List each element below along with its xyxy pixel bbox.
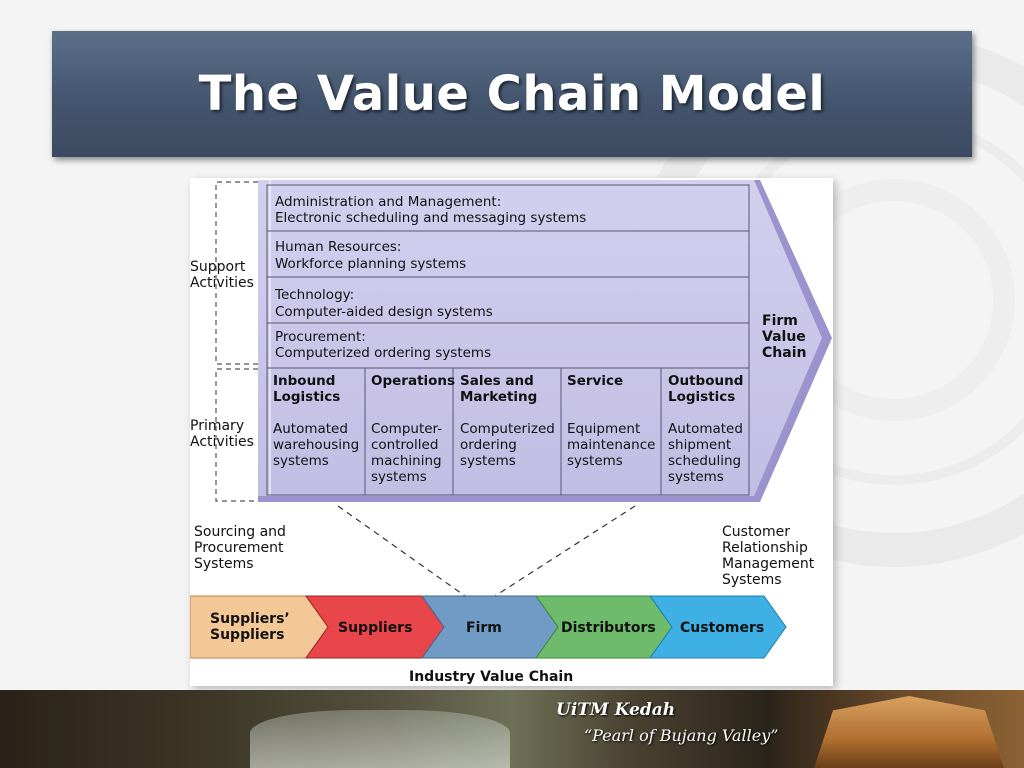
primary-detail: systems — [371, 469, 427, 485]
primary-heading: Marketing — [460, 389, 537, 405]
slide-title: The Value Chain Model — [198, 66, 826, 122]
primary-heading: Inbound — [273, 373, 335, 389]
value-chain-diagram: Administration and Management: Electroni… — [189, 180, 832, 685]
primary-bracket — [215, 368, 258, 502]
primary-detail: scheduling — [668, 453, 741, 469]
firm-value-chain-label: Chain — [762, 345, 806, 361]
primary-detail: Automated — [273, 421, 348, 437]
primary-heading: Sales and — [460, 373, 534, 389]
primary-detail: Computer- — [371, 421, 442, 437]
footer-tagline: “Pearl of Bujang Valley” — [584, 726, 779, 745]
firm-value-chain-label: Value — [762, 329, 806, 345]
industry-value-chain-caption: Industry Value Chain — [409, 669, 573, 685]
primary-col-outbound — [660, 367, 750, 496]
support-detail-admin: Electronic scheduling and messaging syst… — [275, 210, 586, 226]
footer-institution: UiTM Kedah — [556, 700, 676, 720]
stage-label-firm: Firm — [466, 620, 502, 636]
firm-value-chain-arrow-face — [258, 180, 822, 496]
primary-detail: Computerized — [460, 421, 555, 437]
primary-detail: machining — [371, 453, 442, 469]
support-heading-admin: Administration and Management: — [275, 194, 501, 210]
support-heading-technology: Technology: — [274, 287, 354, 303]
primary-detail: shipment — [668, 437, 731, 453]
primary-heading: Service — [567, 373, 623, 389]
value-chain-figure: Administration and Management: Electroni… — [189, 178, 833, 686]
primary-activities: Inbound Logistics Automated warehousing … — [266, 367, 750, 496]
sourcing-label: Procurement — [194, 540, 284, 556]
sourcing-label: Systems — [194, 556, 254, 572]
primary-detail: controlled — [371, 437, 438, 453]
primary-heading: Logistics — [273, 389, 340, 405]
primary-detail: Equipment — [567, 421, 640, 437]
primary-activities-label: Activities — [190, 434, 254, 450]
support-detail-technology: Computer-aided design systems — [275, 304, 493, 320]
waterfall-image — [250, 710, 510, 768]
primary-detail: maintenance — [567, 437, 655, 453]
primary-detail: Automated — [668, 421, 743, 437]
primary-detail: systems — [567, 453, 623, 469]
support-bracket — [215, 181, 258, 365]
support-heading-procurement: Procurement: — [275, 329, 366, 345]
sourcing-label: Sourcing and — [194, 524, 286, 540]
connector-crm — [494, 505, 636, 597]
primary-activities-label: Primary — [190, 418, 244, 434]
support-activities: Administration and Management: Electroni… — [266, 184, 750, 369]
support-detail-hr: Workforce planning systems — [275, 256, 466, 272]
primary-heading: Logistics — [668, 389, 735, 405]
stage-label-customers: Customers — [680, 620, 764, 636]
support-activities-label: Activities — [190, 275, 254, 291]
primary-detail: systems — [460, 453, 516, 469]
crm-label: Systems — [722, 572, 782, 588]
primary-heading: Operations — [371, 373, 455, 389]
primary-heading: Outbound — [668, 373, 743, 389]
primary-detail: warehousing — [273, 437, 359, 453]
industry-value-chain: Suppliers’ Suppliers Suppliers Firm Dist… — [189, 595, 787, 659]
stage-arrow-customers — [649, 595, 787, 659]
building-image — [814, 696, 1004, 768]
stage-label-distributors: Distributors — [561, 620, 656, 636]
footer-photo-strip: UiTM Kedah “Pearl of Bujang Valley” — [0, 690, 1024, 768]
stage-label-suppliers: Suppliers — [338, 620, 412, 636]
crm-label: Relationship — [722, 540, 808, 556]
stage-label-suppliers-suppliers: Suppliers — [210, 627, 284, 643]
crm-label: Customer — [722, 524, 790, 540]
stage-label-suppliers-suppliers: Suppliers’ — [210, 611, 290, 627]
support-activities-label: Support — [190, 259, 246, 275]
crm-label: Management — [722, 556, 815, 572]
support-heading-hr: Human Resources: — [275, 239, 401, 255]
primary-detail: systems — [668, 469, 724, 485]
title-bar: The Value Chain Model — [52, 31, 972, 157]
connector-sourcing — [337, 505, 466, 597]
firm-value-chain-label: Firm — [762, 313, 798, 329]
primary-detail: systems — [273, 453, 329, 469]
support-detail-procurement: Computerized ordering systems — [275, 345, 491, 361]
primary-detail: ordering — [460, 437, 517, 453]
